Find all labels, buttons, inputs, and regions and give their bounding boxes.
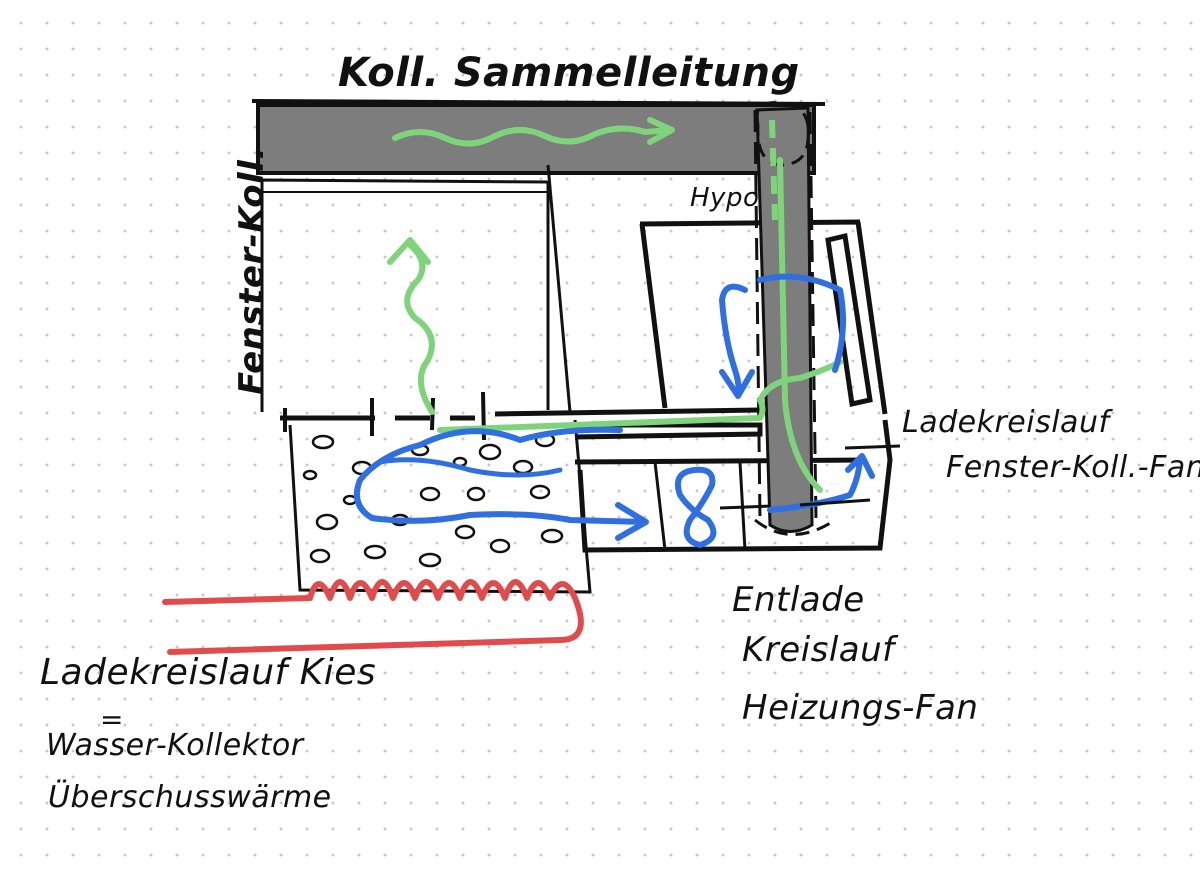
- excess-heat-label: Überschusswärme: [48, 780, 332, 815]
- window-collector-label: Fenster-Koll.: [232, 146, 272, 395]
- floor-ticks: [283, 391, 486, 441]
- green-flow-floor: [437, 157, 843, 493]
- charge-loop-window-fan-label: Fenster-Koll.-Fan: [946, 450, 1200, 485]
- blue-flow-outlet: [767, 453, 875, 513]
- manifold-top-stroke: [251, 99, 826, 106]
- gravel-stones: [302, 432, 564, 568]
- hypo-box: [639, 219, 888, 415]
- blue-fan-symbol: [674, 466, 717, 548]
- window-collector-frame: [260, 178, 550, 412]
- collector-manifold-label: Koll. Sammelleitung: [338, 50, 800, 96]
- discharge-label-line1: Entlade: [732, 580, 865, 620]
- riser-base-dashes: [754, 518, 833, 536]
- discharge-label-line3: Heizungs-Fan: [742, 688, 979, 728]
- blue-flow-gravel-loop: [377, 457, 563, 478]
- charge-loop-window-label: Ladekreislauf: [902, 405, 1110, 440]
- discharge-box: [560, 419, 893, 553]
- window-collector-right-edge: [546, 164, 572, 413]
- right-outlet-line: [844, 444, 901, 450]
- hypo-label: Hypo: [690, 183, 760, 213]
- hypo-inner-duct: [825, 232, 873, 408]
- discharge-label-line2: Kreislauf: [742, 630, 895, 670]
- red-heat-coil: [162, 579, 584, 655]
- manifold-corner-dashes: [755, 101, 810, 167]
- riser-dashes: [753, 109, 818, 521]
- blue-flow-hypo: [719, 273, 847, 399]
- green-flow-riser-dashes: [769, 119, 778, 221]
- right-pointer: [799, 498, 871, 507]
- water-collector-label: Wasser-Kollektor: [46, 728, 304, 763]
- green-flow-manifold: [392, 117, 675, 147]
- blue-flow-gravel: [354, 426, 649, 541]
- green-flow-window: [387, 237, 435, 415]
- collector-manifold: [256, 103, 816, 175]
- equals-sign: =: [100, 703, 124, 736]
- floor-line: [280, 407, 761, 421]
- gravel-charge-loop-label: Ladekreislauf Kies: [40, 652, 377, 693]
